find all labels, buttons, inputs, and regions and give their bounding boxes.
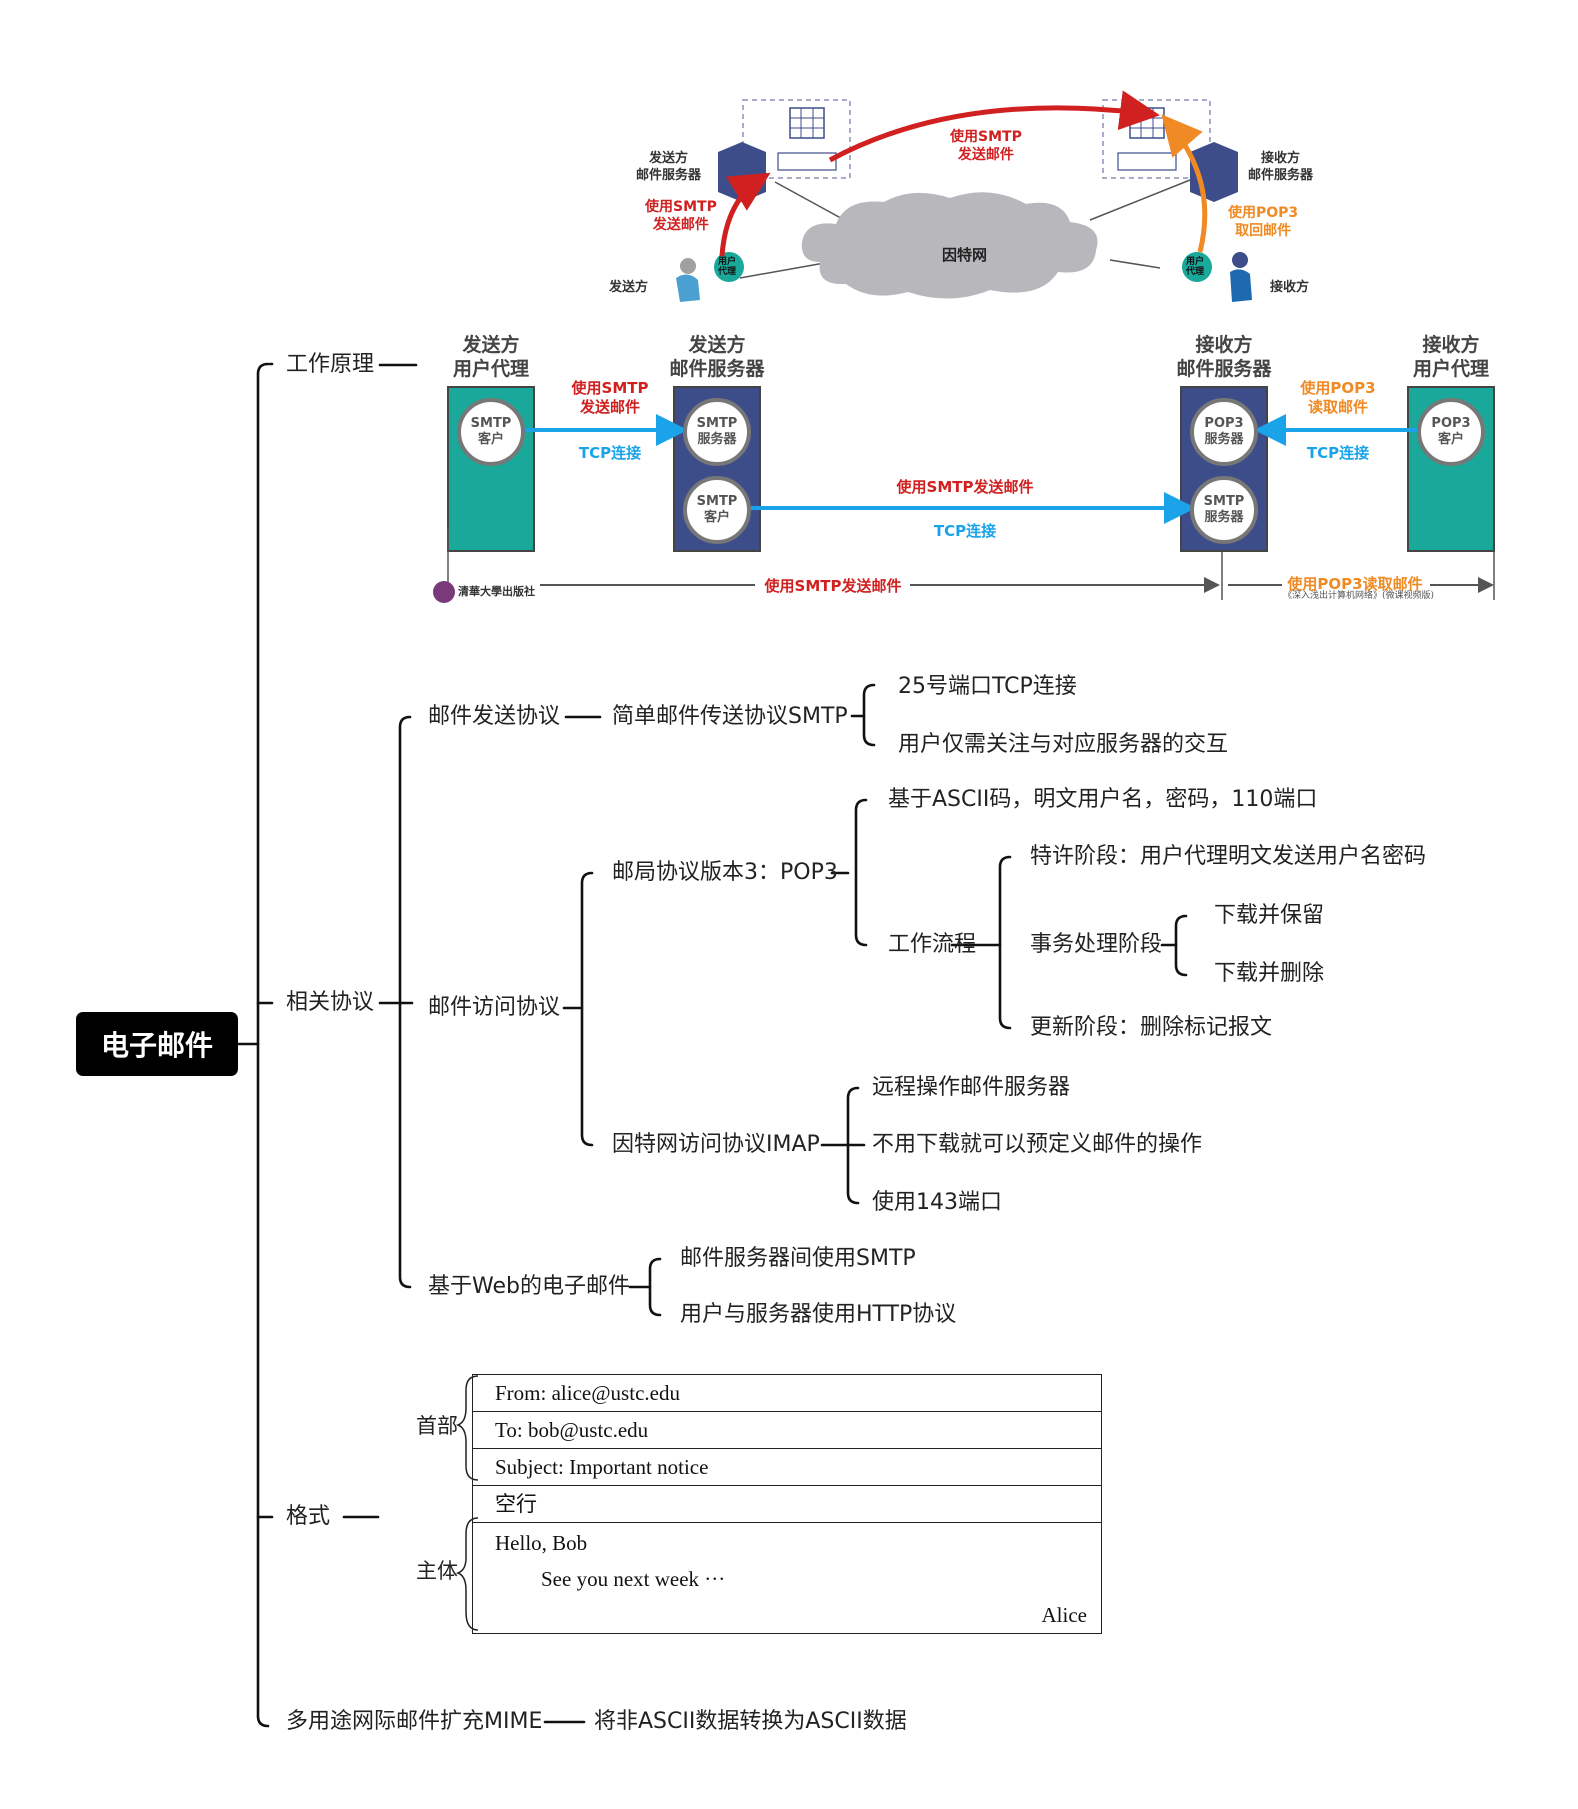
transaction-delete[interactable]: 下载并删除 <box>1214 961 1325 986</box>
fig-tcp-label-1: TCP连接 <box>578 444 642 462</box>
format-greeting: Hello, Bob <box>495 1531 588 1555</box>
workflow-auth[interactable]: 特许阶段：用户代理明文发送用户名密码 <box>1030 844 1427 869</box>
format-signature: Alice <box>1041 1603 1087 1627</box>
fig-top-receiver: 接收方 <box>1270 280 1310 295</box>
format-blank-line: 空行 <box>473 1486 1101 1523</box>
fig-internet: 因特网 <box>942 246 988 264</box>
smtp-item-interaction[interactable]: 用户仅需关注与对应服务器的交互 <box>898 732 1229 757</box>
web-item-http[interactable]: 用户与服务器使用HTTP协议 <box>680 1302 957 1327</box>
fig-smtp-send-long: 使用SMTP发送邮件 <box>896 478 1034 496</box>
fig-smtp-client-1: SMTP 客户 <box>457 398 525 466</box>
fig-agent-left: 用户 代理 <box>718 257 737 277</box>
fig-top-smtp-label: 使用SMTP 发送邮件 <box>950 129 1022 163</box>
web-item-smtp[interactable]: 邮件服务器间使用SMTP <box>680 1246 916 1271</box>
fig-smtp-server-1: SMTP 服务器 <box>683 398 751 466</box>
fig-publisher: 清華大學出版社 <box>458 585 535 598</box>
node-imap[interactable]: 因特网访问协议IMAP <box>612 1132 820 1157</box>
email-figure <box>430 82 1502 607</box>
imap-item-remote[interactable]: 远程操作邮件服务器 <box>872 1075 1071 1100</box>
fig-footer-smtp: 使用SMTP发送邮件 <box>764 577 902 595</box>
fig-book-title: 《深入浅出计算机网络》(微课视频版) <box>1283 591 1435 601</box>
fig-pop3-server: POP3 服务器 <box>1190 398 1258 466</box>
fig-tcp-label-3: TCP连接 <box>1306 444 1370 462</box>
fig-sender-agent-title: 发送方 用户代理 <box>452 334 529 380</box>
format-body-text: See you next week ··· <box>541 1567 726 1591</box>
workflow-update[interactable]: 更新阶段：删除标记报文 <box>1030 1015 1273 1040</box>
fig-left-smtp-label: 使用SMTP 发送邮件 <box>645 199 717 233</box>
fig-top-sender: 发送方 <box>609 280 649 295</box>
fig-receiver-agent-title: 接收方 用户代理 <box>1412 334 1489 380</box>
format-from: From: alice@ustc.edu <box>473 1375 1101 1412</box>
fig-smtp-send-label: 使用SMTP 发送邮件 <box>571 379 649 416</box>
format-to: To: bob@ustc.edu <box>473 1412 1101 1449</box>
node-pop3[interactable]: 邮局协议版本3：POP3 <box>612 860 838 885</box>
format-table: From: alice@ustc.edu To: bob@ustc.edu Su… <box>472 1374 1102 1634</box>
fig-sender-server-title: 发送方 邮件服务器 <box>669 334 765 380</box>
fig-smtp-client-2: SMTP 客户 <box>683 476 751 544</box>
node-workflow[interactable]: 工作流程 <box>888 932 977 957</box>
branch-mime[interactable]: 多用途网际邮件扩充MIME <box>286 1709 543 1734</box>
fig-top-receiver-server: 接收方 邮件服务器 <box>1248 151 1314 183</box>
pop3-item-ascii[interactable]: 基于ASCII码，明文用户名，密码，110端口 <box>888 787 1318 812</box>
format-subject: Subject: Important notice <box>473 1449 1101 1486</box>
fig-tcp-label-2: TCP连接 <box>933 522 997 540</box>
branch-protocols[interactable]: 相关协议 <box>286 990 375 1015</box>
node-send-protocol[interactable]: 邮件发送协议 <box>428 704 561 729</box>
workflow-transaction[interactable]: 事务处理阶段 <box>1030 932 1163 957</box>
format-body-label: 主体 <box>416 1559 458 1583</box>
fig-receiver-server-title: 接收方 邮件服务器 <box>1176 334 1272 380</box>
root-node[interactable]: 电子邮件 <box>76 1012 238 1076</box>
branch-format[interactable]: 格式 <box>286 1504 331 1529</box>
fig-smtp-server-2: SMTP 服务器 <box>1190 476 1258 544</box>
format-header-label: 首部 <box>416 1414 458 1438</box>
node-smtp[interactable]: 简单邮件传送协议SMTP <box>612 704 848 729</box>
fig-pop3-read-label: 使用POP3 读取邮件 <box>1300 379 1376 416</box>
imap-item-port[interactable]: 使用143端口 <box>872 1190 1002 1215</box>
mime-description[interactable]: 将非ASCII数据转换为ASCII数据 <box>594 1709 907 1734</box>
imap-item-predefine[interactable]: 不用下载就可以预定义邮件的操作 <box>872 1132 1203 1157</box>
transaction-keep[interactable]: 下载并保留 <box>1214 903 1325 928</box>
fig-pop3-client: POP3 客户 <box>1417 398 1485 466</box>
fig-top-sender-server: 发送方 邮件服务器 <box>636 151 702 183</box>
smtp-item-port[interactable]: 25号端口TCP连接 <box>898 674 1077 699</box>
node-web-email[interactable]: 基于Web的电子邮件 <box>428 1274 630 1299</box>
fig-footer-pop3: 使用POP3读取邮件 <box>1287 575 1423 593</box>
branch-principle[interactable]: 工作原理 <box>286 352 375 377</box>
node-access-protocol[interactable]: 邮件访问协议 <box>428 995 561 1020</box>
fig-right-pop3-label: 使用POP3 取回邮件 <box>1228 205 1299 239</box>
fig-agent-right: 用户 代理 <box>1186 257 1205 277</box>
